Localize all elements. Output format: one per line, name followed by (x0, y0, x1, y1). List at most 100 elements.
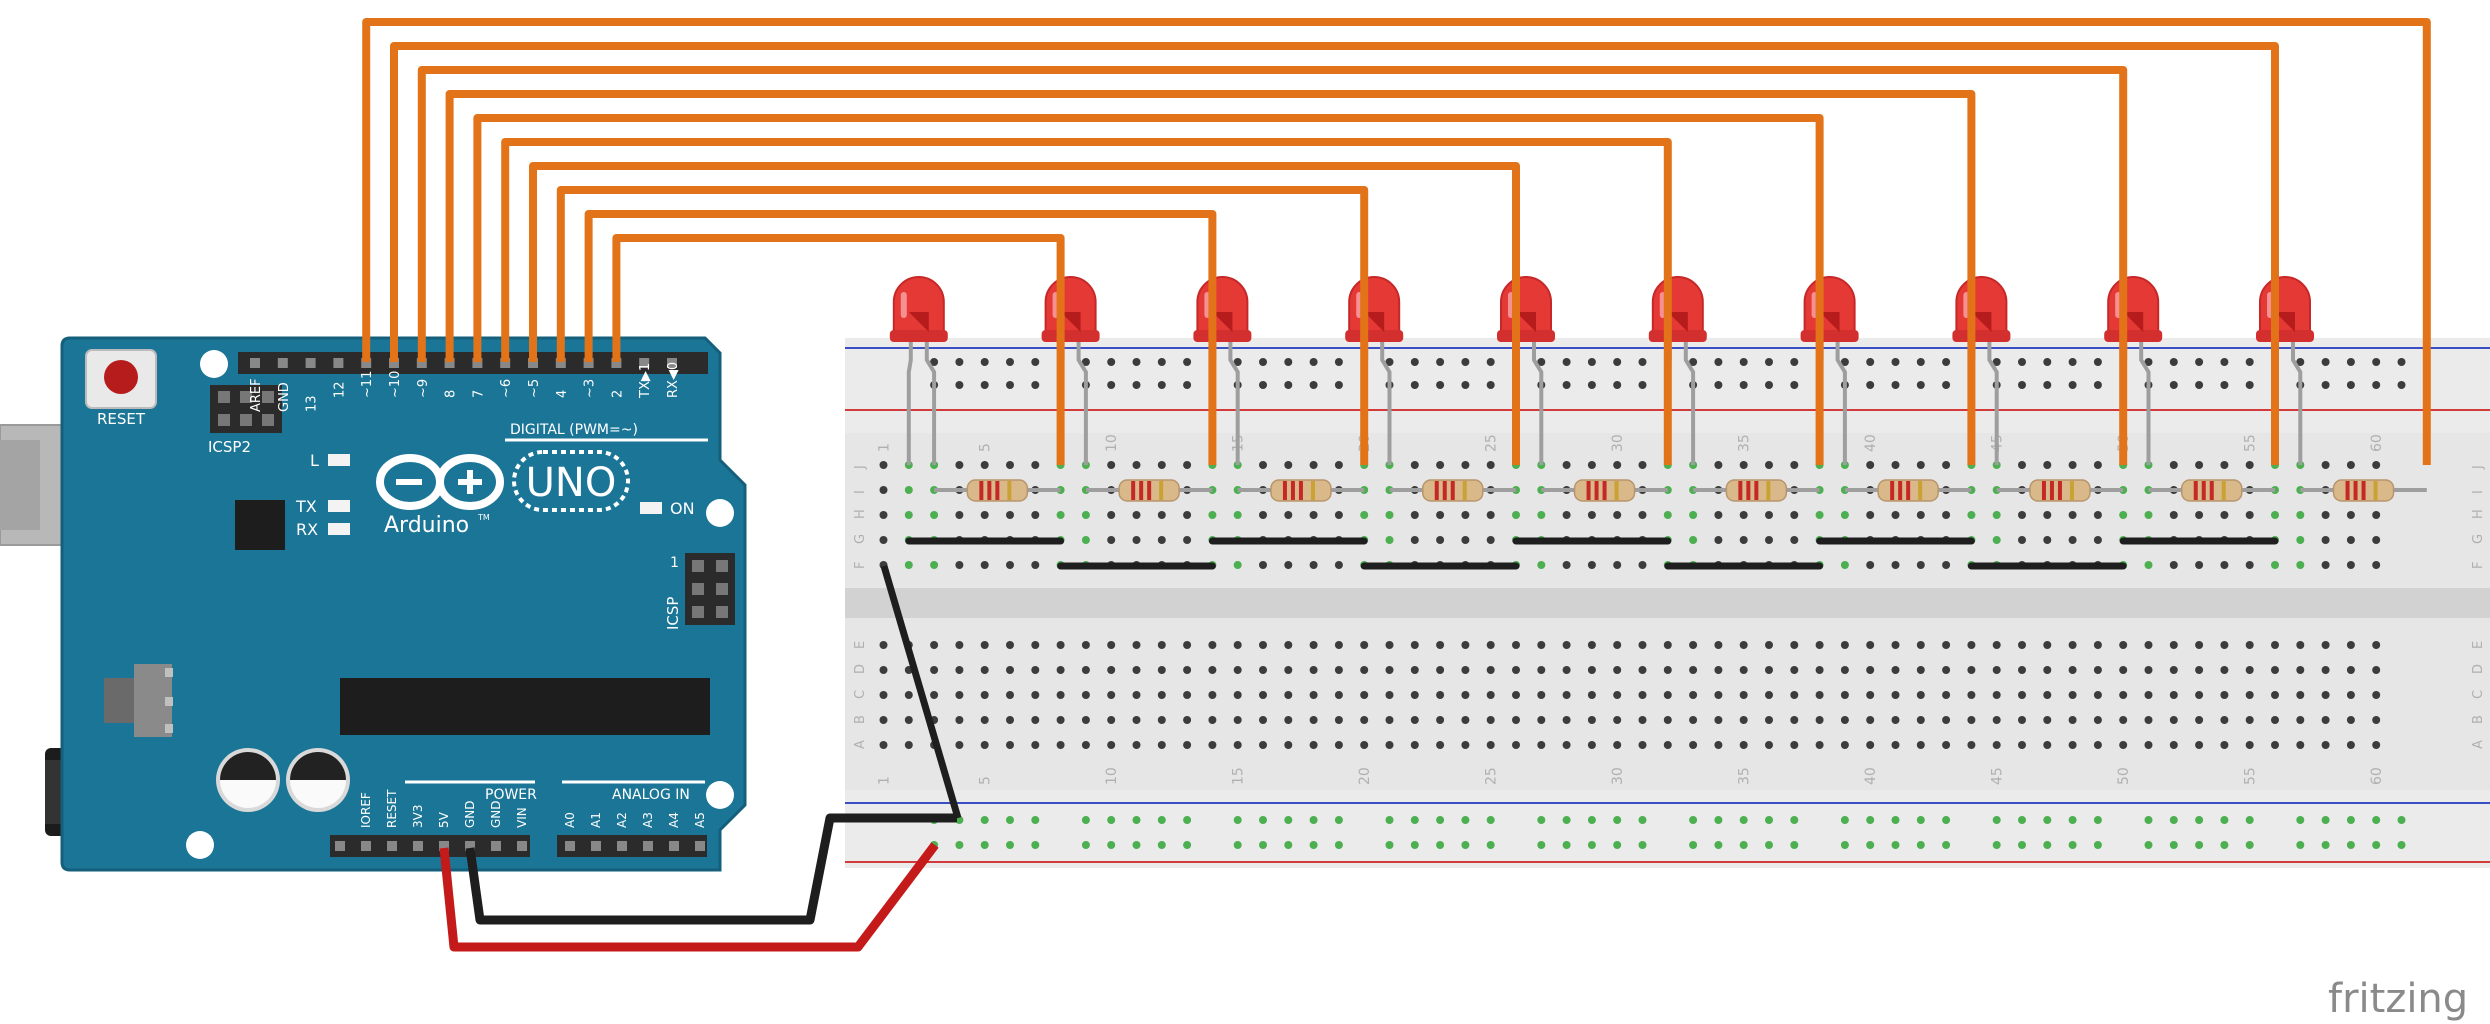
led-l (328, 454, 350, 466)
resistor (2300, 479, 2427, 502)
led-leg-anode (1835, 340, 1847, 465)
breadboard-hole (2296, 641, 2305, 649)
rail-hole (1436, 358, 1445, 366)
column-number: 25 (1484, 434, 1500, 452)
led-die (1212, 312, 1233, 332)
breadboard-hole (1208, 666, 1217, 674)
breadboard-hole (2068, 641, 2077, 649)
rail-hole (1866, 358, 1875, 366)
breadboard-hole (1157, 666, 1166, 674)
rail-hole (1587, 381, 1596, 389)
breadboard-hole (1891, 716, 1900, 724)
rail-hole (1537, 841, 1546, 849)
breadboard-hole (1663, 511, 1672, 519)
breadboard-hole (1663, 666, 1672, 674)
breadboard-hole (1284, 716, 1293, 724)
icsp-label: ICSP (664, 597, 682, 630)
rail-hole (1587, 816, 1596, 824)
breadboard-hole (1436, 536, 1445, 544)
rail-hole (1840, 358, 1849, 366)
breadboard-hole (1132, 741, 1141, 749)
digital-pin (305, 358, 316, 368)
rail-hole (1891, 358, 1900, 366)
breadboard-hole (1309, 741, 1318, 749)
row-letter: B (2471, 715, 2486, 724)
rail-hole (1284, 381, 1293, 389)
breadboard-hole (1587, 666, 1596, 674)
breadboard-hole (2245, 511, 2254, 519)
breadboard-hole (1587, 641, 1596, 649)
breadboard-hole (2245, 461, 2254, 469)
breadboard-hole (1183, 641, 1192, 649)
rail-hole (1183, 381, 1192, 389)
breadboard-hole (1790, 461, 1799, 469)
row-letter: G (853, 534, 868, 544)
breadboard-hole (1689, 716, 1698, 724)
analog-pin (617, 841, 627, 851)
breadboard-hole (1410, 461, 1419, 469)
breadboard-hole (1461, 511, 1470, 519)
breadboard-hole (2018, 536, 2026, 544)
breadboard-hole (1360, 511, 1369, 519)
breadboard-hole (1714, 536, 1723, 544)
resistor-band (1282, 481, 1287, 500)
breadboard-hole (1461, 641, 1470, 649)
breadboard-hole (955, 641, 964, 649)
breadboard-hole (1866, 511, 1875, 519)
signal-wire (584, 210, 1217, 465)
breadboard-hole (1714, 641, 1723, 649)
breadboard-hole (1815, 666, 1824, 674)
breadboard-hole (2346, 641, 2355, 649)
rail-hole (2043, 381, 2052, 389)
resistor-band (1139, 481, 1144, 500)
rail-hole (1739, 816, 1748, 824)
rail-hole (955, 841, 964, 849)
digital-pin-label: AREF (249, 378, 264, 412)
rail-hole (2169, 381, 2178, 389)
resistor-band (2353, 481, 2358, 500)
rail-hole (2296, 816, 2305, 824)
rail-hole (1132, 381, 1141, 389)
digital-pin-label: ~6 (499, 379, 514, 398)
rail-hole (1309, 358, 1318, 366)
breadboard-hole (1739, 691, 1748, 699)
digital-pin (555, 358, 566, 368)
resistor-band (1918, 481, 1923, 500)
breadboard-hole (2068, 666, 2077, 674)
digital-pin (528, 358, 538, 368)
breadboard-hole (1587, 716, 1596, 724)
breadboard-hole (1436, 511, 1445, 519)
rail-hole (1107, 358, 1116, 366)
breadboard-hole (1840, 561, 1849, 569)
breadboard-hole (2068, 741, 2077, 749)
resistor-band (1890, 481, 1895, 500)
breadboard-hole (1916, 691, 1925, 699)
breadboard-hole (1107, 641, 1116, 649)
resistor-band (1906, 481, 1911, 500)
breadboard-hole (1259, 716, 1267, 724)
rail-hole (1081, 358, 1090, 366)
breadboard-hole (1486, 461, 1495, 469)
breadboard-hole (930, 691, 939, 699)
breadboard-hole (930, 666, 939, 674)
rail-hole (2220, 841, 2229, 849)
column-number: 35 (1737, 767, 1753, 785)
breadboard-hole (2169, 461, 2178, 469)
rail-hole (2018, 358, 2026, 366)
rail-hole (1891, 816, 1900, 824)
rail-hole (1891, 841, 1900, 849)
resistors (934, 479, 2427, 502)
breadboard-hole (1486, 511, 1495, 519)
rail-hole (1638, 381, 1647, 389)
rail-hole (1259, 816, 1267, 824)
rail-hole (1891, 381, 1900, 389)
column-number: 55 (2243, 434, 2259, 452)
resistor-band (1898, 481, 1903, 500)
breadboard-hole (1208, 511, 1217, 519)
breadboard-hole (2195, 561, 2204, 569)
digital-pin (667, 358, 677, 368)
digital-pin (389, 358, 399, 368)
analog-pin (643, 841, 653, 851)
breadboard-hole (955, 666, 964, 674)
